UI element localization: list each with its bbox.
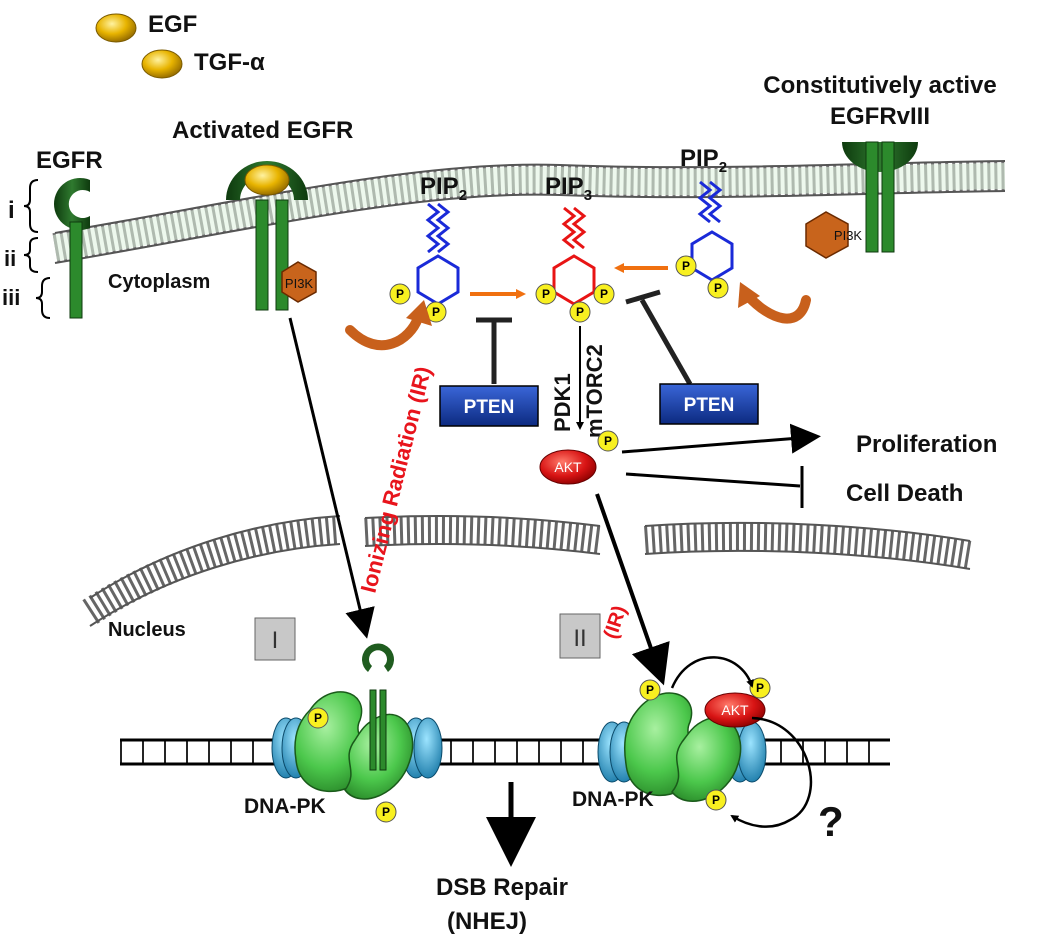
pip2-left: PIP2 (416, 173, 467, 306)
layer-i-label: i (8, 197, 15, 224)
layer-ii-label: ii (4, 246, 16, 271)
pip3-label: PIP3 (545, 173, 592, 204)
egf-label: EGF (148, 11, 197, 38)
akt-to-dnapk-curved-arrow (730, 716, 813, 828)
dnapk-two-phospho-b: P (712, 793, 720, 807)
tgf-alpha-ligand: TGF-α (141, 49, 265, 79)
pi3k-curved-arrow-left (345, 313, 423, 351)
svg-text:P: P (432, 305, 440, 319)
phosphate-groups-lipids: P P P P P P P (389, 255, 729, 323)
akt-nuclear-phospho: P (756, 681, 764, 695)
nuclear-membrane (82, 515, 973, 627)
pip2-right-label: PIP2 (680, 145, 727, 176)
question-mark: ? (818, 798, 844, 845)
akt-cell-death-inhibition (625, 472, 801, 488)
egfr-receptor (54, 178, 90, 319)
activated-egfr-label: Activated EGFR (172, 117, 353, 144)
pten-right: PTEN (625, 289, 759, 425)
pi3k-curved-arrow-left-head (406, 300, 432, 326)
svg-text:P: P (682, 259, 690, 273)
pten-left-label: PTEN (464, 397, 515, 418)
tgf-alpha-label: TGF-α (194, 49, 265, 76)
pten-left: PTEN (439, 317, 539, 427)
pdk1-label: PDK1 (550, 373, 575, 432)
svg-text:P: P (542, 287, 550, 301)
svg-text:P: P (600, 287, 608, 301)
akt-nuclear-label: AKT (721, 702, 749, 718)
akt-cytoplasm-label: AKT (554, 459, 582, 475)
phospho-pip2l-a: P (389, 283, 411, 305)
dnapk-one-phospho-a: P (314, 711, 322, 725)
dnapk-one-label: DNA-PK (244, 795, 326, 818)
nhej-label: (NHEJ) (447, 908, 527, 935)
dsb-repair-label: DSB Repair (436, 874, 568, 901)
svg-text:I: I (272, 627, 279, 654)
egfrviii-receptor (842, 141, 918, 253)
dnapk-complex-two: P P AKT P (597, 677, 771, 811)
dnapk-one-phospho-b: P (382, 805, 390, 819)
pi3k-curved-arrow-right-head (738, 282, 760, 308)
dna-strand (120, 738, 890, 766)
pten-right-label: PTEN (684, 395, 735, 416)
phospho-pip2r-b: P (707, 277, 729, 299)
akt-proliferation-arrow (621, 423, 821, 454)
ionizing-radiation-label: Ionizing Radiation (IR) (356, 364, 436, 595)
svg-text:P: P (576, 305, 584, 319)
bracket-i (23, 179, 39, 233)
bound-egf-ligand (244, 164, 290, 196)
phospho-pip2r-a: P (675, 255, 697, 277)
cytoplasm-label: Cytoplasm (108, 271, 210, 293)
egfrviii-label-line2: EGFRvIII (830, 103, 930, 130)
layer-iii-label: iii (2, 285, 20, 310)
dnapk-two-label: DNA-PK (572, 788, 654, 811)
bracket-ii (23, 237, 39, 273)
phospho-pip3-c: P (593, 283, 615, 305)
layer-brackets (23, 179, 51, 319)
dnapk-to-akt-curved-arrow (670, 656, 754, 689)
svg-text:P: P (396, 287, 404, 301)
pi3k-right-label: PI3K (834, 228, 863, 243)
pathway-box-one: I (254, 617, 296, 661)
plasma-membrane (52, 160, 1006, 264)
svg-text:P: P (714, 281, 722, 295)
phospho-pip3-b: P (569, 301, 591, 323)
dnapk-complex-one: P P (271, 643, 443, 823)
mtorc2-label: mTORC2 (582, 344, 607, 438)
pi3k-right: PI3K (805, 211, 863, 259)
bracket-iii (35, 277, 51, 319)
egfr-nuclear-translocation-arrow (288, 317, 375, 639)
pi3k-left: PI3K (281, 261, 317, 303)
akt-cytoplasm: AKT P (539, 430, 619, 485)
cell-death-label: Cell Death (846, 480, 963, 507)
pathway-box-two: II (559, 613, 601, 659)
svg-text:II: II (573, 625, 586, 652)
dnapk-two-phospho-a: P (646, 683, 654, 697)
pi3k-left-label: PI3K (285, 276, 314, 291)
phospho-pip3-a: P (535, 283, 557, 305)
egfr-label: EGFR (36, 147, 103, 174)
pi3k-curved-arrow-right (743, 291, 811, 324)
egf-ligand: EGF (95, 11, 197, 43)
proliferation-label: Proliferation (856, 431, 997, 458)
egfrviii-label-line1: Constitutively active (763, 72, 996, 99)
pip2-left-label: PIP2 (420, 173, 467, 204)
akt-phospho: P (604, 434, 612, 448)
akt-nuclear-translocation-arrow (595, 493, 670, 686)
ir-short-label: (IR) (600, 603, 631, 641)
pip3: PIP3 (545, 173, 596, 306)
nucleus-label: Nucleus (108, 619, 186, 641)
